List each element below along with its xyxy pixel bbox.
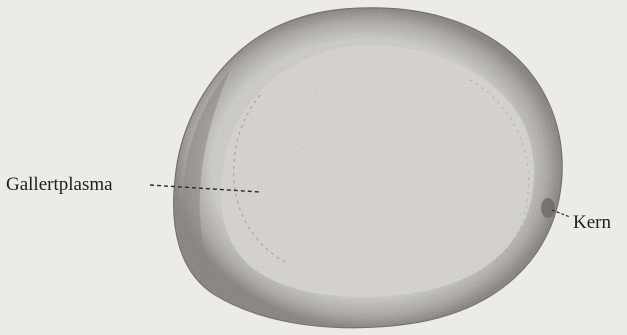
gallertplasma-label: Gallertplasma: [6, 175, 113, 194]
kern-nucleus: [541, 198, 555, 218]
texture-overlay: [174, 8, 562, 328]
kern-label: Kern: [573, 213, 611, 232]
